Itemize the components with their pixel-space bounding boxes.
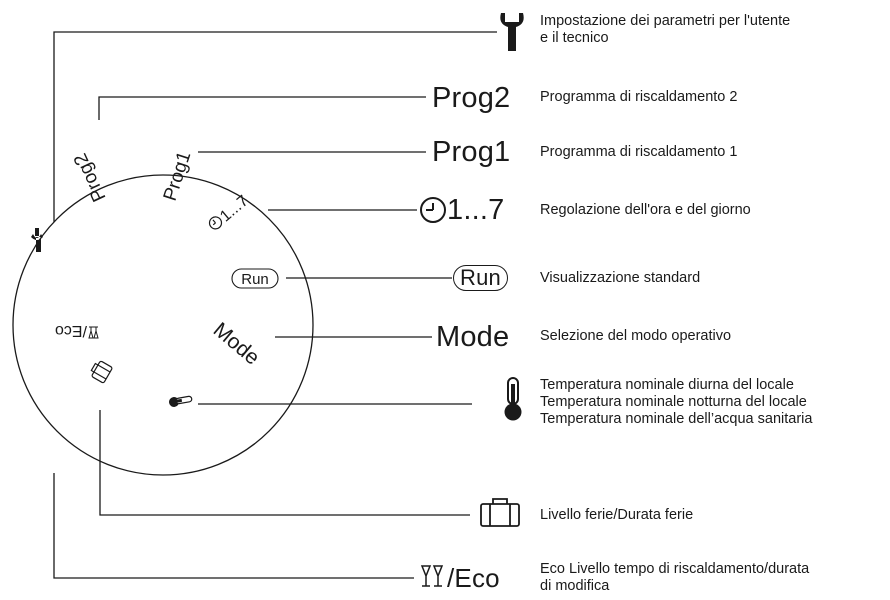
dial-thermometer-icon [169,395,193,407]
desc-thermometer-line3: Temperatura nominale dell’acqua sanitari… [540,411,813,427]
dial-label-mode: Mode [209,318,264,369]
label-prog1: Prog1 [432,136,511,168]
suitcase-icon [480,498,520,527]
desc-clock: Regolazione dell'ora e del giorno [540,202,751,218]
wrench-icon [500,13,524,51]
desc-thermometer-line2: Temperatura nominale notturna del locale [540,394,807,410]
dial-wrench-icon [31,228,43,252]
leader-prog2 [98,96,426,120]
dial-glasses-icon [88,326,99,339]
desc-suitcase: Livello ferie/Durata ferie [540,507,694,523]
label-run: Run [453,265,508,291]
clock-icon [208,216,223,230]
desc-prog2: Programma di riscaldamento 2 [540,89,738,105]
label-eco: /Eco [447,563,500,593]
label-prog2: Prog2 [432,82,511,114]
dial-label-clock: 1...7 [217,192,252,225]
clock-hands [212,219,216,226]
dial-label-prog1: Prog1 [160,149,196,204]
dial-eco-group: /Eco [55,322,99,339]
dial-clock-group: 1...7 [208,192,252,230]
desc-eco-line2: di modifica [540,578,610,594]
desc-wrench-line1: Impostazione dei parametri per l'utente [540,13,791,29]
desc-mode: Selezione del modo operativo [540,328,732,344]
label-mode: Mode [436,321,510,353]
desc-eco-line1: Eco Livello tempo di riscaldamento/durat… [540,561,810,577]
desc-eco: Eco Livello tempo di riscaldamento/durat… [540,561,809,595]
glasses-icon [420,565,444,587]
leader-eco [53,473,414,579]
dial-label-eco: /Eco [55,322,87,339]
leader-suitcase [99,410,470,516]
dial-suitcase-icon [90,360,113,384]
thermometer-icon [504,377,522,421]
clock-icon [420,197,446,223]
leader-wrench [53,31,497,222]
leader-lines [53,31,497,579]
desc-run: Visualizzazione standard [540,270,701,286]
dial-run-box [231,268,279,289]
desc-thermometer-line1: Temperatura nominale diurna del locale [540,377,794,393]
selector-dial [12,174,314,476]
label-clock: 1...7 [447,194,505,226]
dial-label-run: Run [241,271,269,288]
desc-wrench-line2: e il tecnico [540,30,609,46]
desc-thermometer: Temperatura nominale diurna del locale T… [540,377,812,428]
dial-label-prog2: Prog2 [70,150,110,205]
desc-prog1: Programma di riscaldamento 1 [540,144,738,160]
desc-wrench: Impostazione dei parametri per l'utente … [540,13,790,47]
